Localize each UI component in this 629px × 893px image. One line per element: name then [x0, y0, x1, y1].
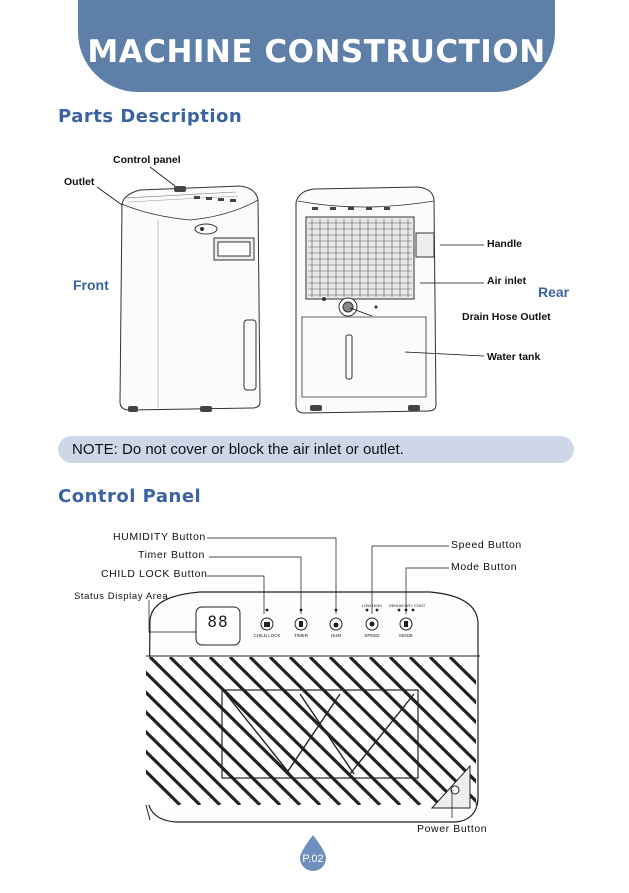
mode-indicator-labels: DEHUM DRY CONT [388, 603, 426, 608]
callout-power-button: Power Button [417, 823, 488, 835]
control-panel-section-title: Control Panel [58, 486, 202, 507]
page-title: MACHINE CONSTRUCTION [87, 34, 546, 70]
callout-status-display: Status Display Area [74, 591, 169, 602]
timer-button-label: TIMER [294, 633, 308, 638]
rear-unit-illustration [295, 186, 437, 414]
speed-indicator-labels: LOW HIGH [361, 603, 383, 608]
callout-humidity-button: HUMIDITY Button [113, 531, 206, 543]
mode-button-label: MODE [399, 633, 413, 638]
front-label: Front [73, 277, 109, 293]
callout-handle: Handle [487, 238, 523, 250]
rear-label: Rear [538, 284, 570, 300]
front-unit-illustration [119, 185, 261, 412]
note-text: NOTE: Do not cover or block the air inle… [72, 441, 404, 458]
callout-air-inlet: Air inlet [487, 275, 527, 287]
note-bar [58, 436, 574, 463]
callout-mode-button: Mode Button [451, 561, 518, 573]
status-display-digits: 88 [207, 612, 229, 631]
callout-drain-hose-outlet: Drain Hose Outlet [462, 311, 551, 323]
callout-outlet: Outlet [64, 176, 95, 188]
hum-button-label: HUM [330, 633, 342, 638]
callout-speed-button: Speed Button [451, 539, 522, 551]
speed-button-label: SPEED [364, 633, 380, 638]
callout-child-lock-button: CHILD LOCK Button [101, 568, 208, 580]
page-number: P.02 [302, 853, 324, 865]
callout-control-panel: Control panel [113, 154, 181, 166]
callout-timer-button: Timer Button [138, 549, 205, 561]
callout-water-tank: Water tank [487, 351, 541, 363]
header-banner [78, 0, 555, 92]
child-lock-button-label: CHILD LOCK [253, 633, 281, 638]
parts-section-title: Parts Description [58, 106, 243, 127]
